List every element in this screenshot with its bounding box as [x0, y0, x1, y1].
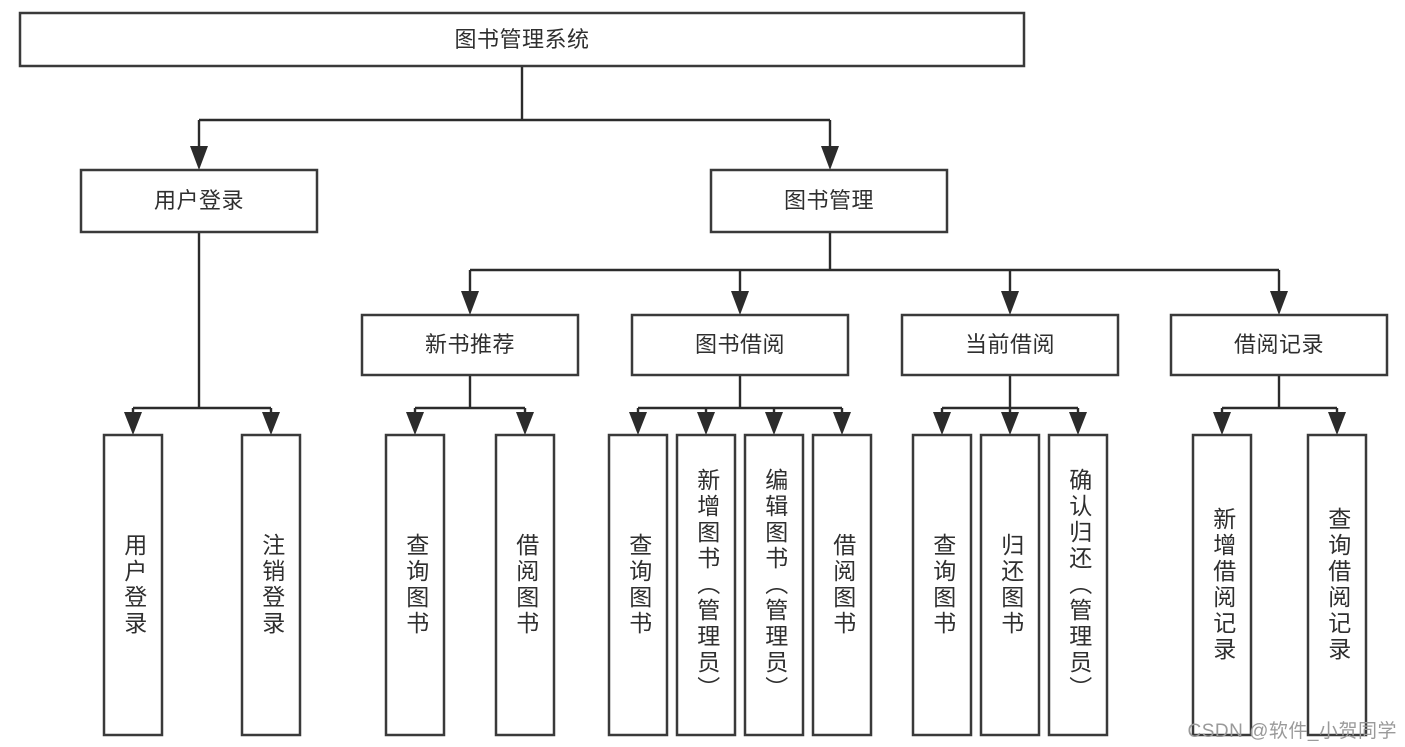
node-root-system-label: 图书管理系统 — [454, 27, 589, 52]
node-book-borrow-label: 图书借阅 — [695, 332, 785, 357]
connector-group-current-borrow — [933, 375, 1087, 435]
connector-group-root — [190, 66, 839, 170]
connector-group-borrow-record — [1213, 375, 1346, 435]
node-current-borrow[interactable]: 当前借阅 — [900, 313, 1120, 377]
node-current-borrow-label: 当前借阅 — [965, 332, 1055, 357]
node-new-book-recommend[interactable]: 新书推荐 — [360, 313, 580, 377]
watermark-text: CSDN @软件_小贺同学 — [1187, 721, 1397, 742]
leaf-box-user-login-1[interactable] — [240, 433, 302, 737]
node-borrow-record-label: 借阅记录 — [1234, 332, 1324, 357]
leaf-box-book-borrow-2[interactable] — [743, 433, 805, 737]
leaf-box-current-borrow-0[interactable] — [911, 433, 973, 737]
connector-group-user-login — [124, 232, 280, 435]
connector-group-book-manage — [461, 232, 1288, 315]
leaf-box-new-book-0[interactable] — [384, 433, 446, 737]
connector-group-new-book — [406, 375, 534, 435]
node-new-book-recommend-label: 新书推荐 — [425, 332, 515, 357]
node-book-manage-label: 图书管理 — [784, 188, 874, 213]
leaf-box-book-borrow-3[interactable] — [811, 433, 873, 737]
leaf-box-borrow-record-1[interactable] — [1306, 433, 1368, 737]
leaf-box-current-borrow-2[interactable] — [1047, 433, 1109, 737]
node-user-login[interactable]: 用户登录 — [79, 168, 319, 234]
leaf-box-book-borrow-0[interactable] — [607, 433, 669, 737]
node-borrow-record[interactable]: 借阅记录 — [1169, 313, 1389, 377]
node-book-borrow[interactable]: 图书借阅 — [630, 313, 850, 377]
connector-group-book-borrow — [629, 375, 851, 435]
leaf-box-book-borrow-1[interactable] — [675, 433, 737, 737]
node-book-manage[interactable]: 图书管理 — [709, 168, 949, 234]
node-user-login-label: 用户登录 — [154, 188, 244, 213]
node-root-system[interactable]: 图书管理系统 — [18, 11, 1026, 68]
leaf-box-borrow-record-0[interactable] — [1191, 433, 1253, 737]
leaf-box-new-book-1[interactable] — [494, 433, 556, 737]
leaf-box-user-login-0[interactable] — [102, 433, 164, 737]
leaf-box-current-borrow-1[interactable] — [979, 433, 1041, 737]
